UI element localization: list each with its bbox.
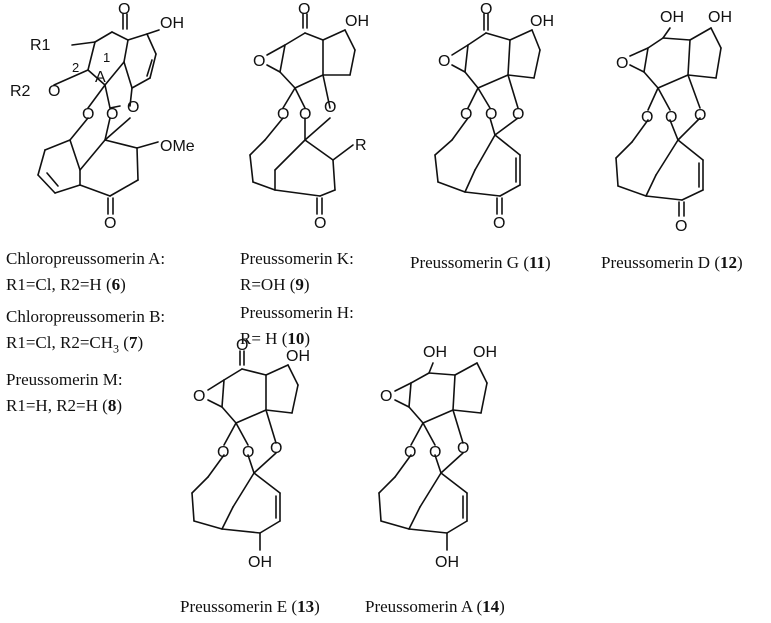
caption-compound-14: Preussomerin A (14) [365,597,505,616]
methoxy-label: OMe [160,138,195,155]
ether-oxygen-label: O [48,83,60,100]
bridge-oxygen-label: O [404,444,416,461]
hydroxyl-label: OH [423,344,447,361]
caption-compounds-6-8: Chloropreussomerin A: R1=Cl, R2=H (6) Ch… [6,246,165,419]
hydroxyl-label: OH [435,554,459,571]
bond-lines [615,27,722,217]
compound-number: 9 [295,275,304,294]
bond-lines [378,362,488,551]
caption-line: R= H (10) [240,329,311,348]
bridge-oxygen-label: O [277,106,289,123]
hydroxyl-label: OH [160,15,184,32]
bridge-oxygen-label: O [299,106,311,123]
bridge-oxygen-label: O [694,107,706,124]
bridge-oxygen-label: O [512,106,524,123]
structure-preussomerin-d: OH OH O O O O O [615,9,732,235]
bridge-oxygen-label: O [127,99,139,116]
structure-preussomerin-k-h: O OH O O O O R O [249,1,369,232]
bond-lines [191,350,299,551]
bond-lines [37,13,160,215]
caption-line: Chloropreussomerin B: [6,307,166,326]
caption-line: Preussomerin M: [6,370,123,390]
ketone-oxygen-label: O [314,215,326,232]
bridge-oxygen-label: O [242,444,254,461]
caption-compound-13: Preussomerin E (13) [180,597,320,616]
structure-preussomerin-g: O OH O O O O O [434,1,554,232]
compound-number: 11 [528,253,546,272]
bridge-oxygen-label: O [270,440,282,457]
hydroxyl-label: OH [530,13,554,30]
compound-number: 12 [719,253,737,272]
bridge-oxygen-label: O [641,109,653,126]
compound-number: 13 [297,597,315,616]
epoxide-oxygen-label: O [616,55,628,72]
bridge-oxygen-label: O [457,440,469,457]
ketone-oxygen-label: O [104,215,116,232]
hydroxyl-label: OH [708,9,732,26]
caption-line: Preussomerin H: [240,303,354,322]
bridge-oxygen-label: O [106,106,118,123]
ketone-oxygen-label: O [493,215,505,232]
hydroxyl-label: OH [473,344,497,361]
structure-preussomerin-e: O OH O O O O OH [191,337,310,571]
compound-number: 7 [128,333,138,352]
bridge-oxygen-label: O [460,106,472,123]
caption-line: Preussomerin K: [240,249,354,268]
epoxide-oxygen-label: O [380,388,392,405]
caption-compound-11: Preussomerin G (11) [410,253,551,272]
caption-line: R1=Cl, R2=H (6) [6,275,126,294]
structure-chloropreussomerin: O OH R1 R2 O 1 2 A O O O OMe O [10,1,195,232]
position-1-label: 1 [103,50,110,65]
hydroxyl-label: OH [286,348,310,365]
caption-line: Chloropreussomerin A: [6,249,166,268]
structure-preussomerin-a: OH OH O O O O OH [378,344,497,571]
bond-lines [249,13,356,215]
ketone-oxygen-label: O [236,337,248,354]
bridge-oxygen-label: O [82,106,94,123]
ketone-oxygen-label: O [118,1,130,18]
caption-compound-12: Preussomerin D (12) [601,253,743,272]
caption-line: R1=Cl, R2=CH3 (7) [6,333,144,356]
compound-number: 8 [107,396,117,416]
r-label: R [355,137,367,154]
compound-number: 10 [287,329,305,348]
ketone-oxygen-label: O [298,1,310,18]
r2-label: R2 [10,83,31,100]
epoxide-oxygen-label: O [253,53,265,70]
position-2-label: 2 [72,60,79,75]
bridge-oxygen-label: O [665,109,677,126]
epoxide-oxygen-label: O [438,53,450,70]
ketone-oxygen-label: O [480,1,492,18]
ring-a-label: A [95,69,106,86]
bridge-oxygen-label: O [429,444,441,461]
compound-number: 6 [111,275,121,294]
bond-lines [434,13,541,215]
bridge-oxygen-label: O [485,106,497,123]
compound-number: 14 [482,597,500,616]
hydroxyl-label: OH [345,13,369,30]
r1-label: R1 [30,37,51,54]
caption-compounds-9-10: Preussomerin K: R=OH (9) Preussomerin H:… [240,246,354,352]
hydroxyl-label: OH [248,554,272,571]
ketone-oxygen-label: O [675,218,687,235]
hydroxyl-label: OH [660,9,684,26]
epoxide-oxygen-label: O [193,388,205,405]
caption-line: R=OH (9) [240,275,310,294]
bridge-oxygen-label: O [217,444,229,461]
caption-line: R1=H, R2=H (8) [6,396,122,416]
bridge-oxygen-label: O [324,99,336,116]
